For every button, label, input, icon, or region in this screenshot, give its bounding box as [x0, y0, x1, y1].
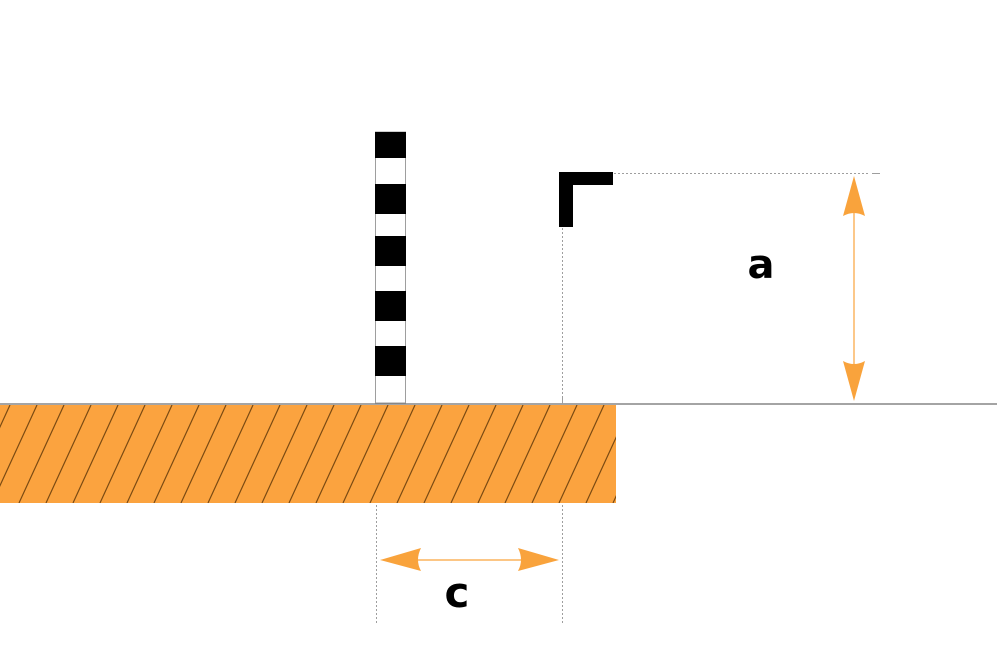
ground-block — [0, 405, 616, 503]
arrowhead-right-icon — [518, 548, 559, 571]
distance-label: c — [445, 568, 470, 617]
pole-stripe — [375, 291, 406, 321]
arrowhead-left-icon — [380, 548, 421, 571]
pole-stripe — [375, 236, 406, 266]
corner-marker-icon — [559, 172, 613, 227]
survey-pole — [375, 131, 406, 404]
pole-stripe — [375, 132, 406, 158]
pole-stripe — [375, 184, 406, 214]
ground-hatch — [0, 405, 616, 503]
horizontal-dimension-arrow — [380, 548, 559, 571]
arrowhead-down-icon — [843, 361, 865, 401]
pole-stripe — [375, 346, 406, 376]
guide-lines — [376, 173, 870, 625]
height-label: a — [748, 242, 775, 288]
vertical-dimension-arrow — [843, 176, 865, 401]
arrowhead-up-icon — [843, 176, 865, 216]
